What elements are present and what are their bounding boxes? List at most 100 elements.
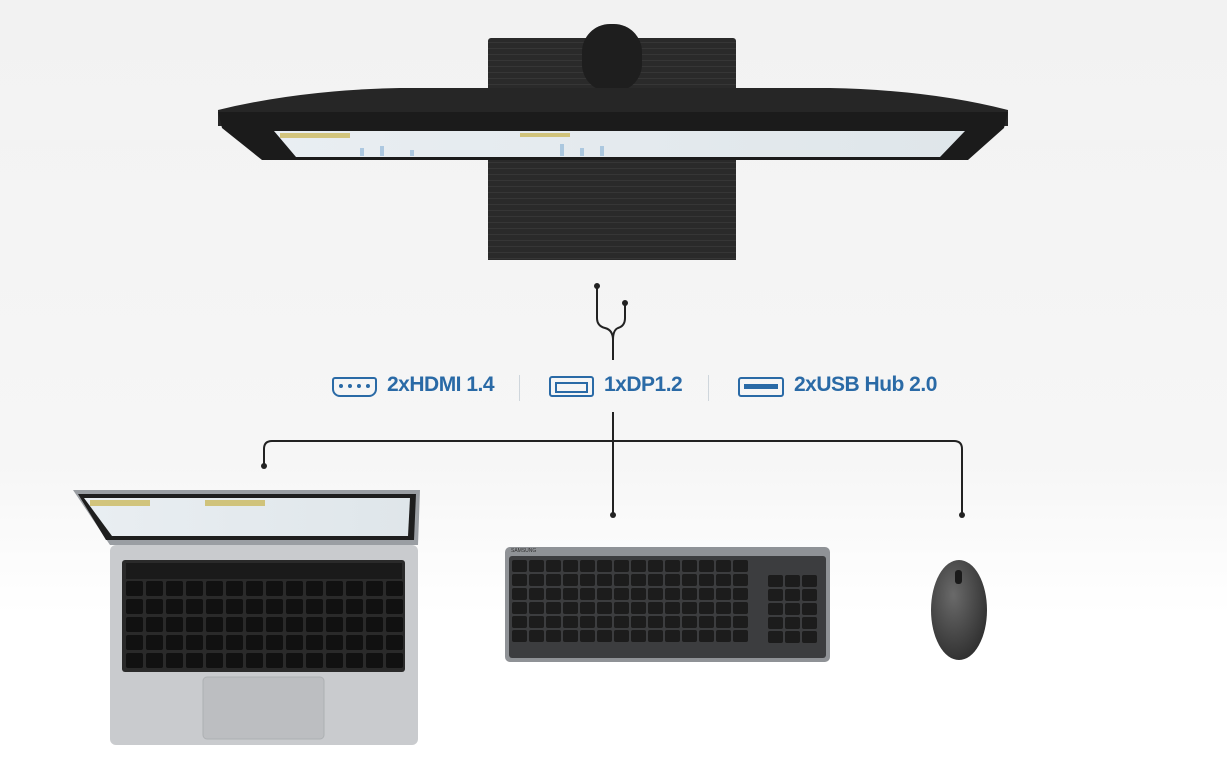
key [614, 574, 629, 586]
key [580, 588, 595, 600]
key [699, 560, 714, 572]
key [166, 599, 183, 614]
key [386, 617, 403, 632]
key [699, 630, 714, 642]
key [682, 560, 697, 572]
key [716, 560, 731, 572]
key [166, 653, 183, 668]
key [146, 599, 163, 614]
key [529, 616, 544, 628]
key [529, 574, 544, 586]
key [682, 588, 697, 600]
key [682, 602, 697, 614]
key [326, 581, 343, 596]
laptop-keys [126, 563, 402, 579]
key [785, 617, 800, 629]
port-label-hdmi: 2xHDMI 1.4 [387, 373, 495, 396]
key [665, 574, 680, 586]
key [246, 653, 263, 668]
key [146, 653, 163, 668]
key [614, 602, 629, 614]
key [529, 630, 544, 642]
key [186, 581, 203, 596]
usb-port-icon [738, 377, 784, 397]
key [597, 602, 612, 614]
key [631, 630, 646, 642]
key [512, 560, 527, 572]
key [366, 635, 383, 650]
key [346, 617, 363, 632]
key [529, 588, 544, 600]
key [166, 581, 183, 596]
key [286, 599, 303, 614]
key [802, 631, 817, 643]
key [580, 560, 595, 572]
key [682, 616, 697, 628]
key [286, 635, 303, 650]
key [306, 635, 323, 650]
displayport-icon [549, 376, 594, 397]
key [512, 630, 527, 642]
key [126, 617, 143, 632]
key [266, 617, 283, 632]
key [166, 617, 183, 632]
key [266, 635, 283, 650]
key [648, 616, 663, 628]
key [563, 630, 578, 642]
key [146, 635, 163, 650]
key [699, 602, 714, 614]
key [306, 653, 323, 668]
key [563, 588, 578, 600]
key [346, 653, 363, 668]
key [126, 653, 143, 668]
key [529, 560, 544, 572]
key [512, 616, 527, 628]
key [614, 630, 629, 642]
key [226, 653, 243, 668]
key [512, 588, 527, 600]
key [631, 574, 646, 586]
key [206, 599, 223, 614]
key [546, 616, 561, 628]
key [665, 588, 680, 600]
key [802, 603, 817, 615]
key [733, 630, 748, 642]
key [512, 574, 527, 586]
key [386, 599, 403, 614]
key [699, 588, 714, 600]
key [386, 635, 403, 650]
key [226, 617, 243, 632]
key [346, 635, 363, 650]
cable-lines [261, 283, 965, 518]
key [146, 581, 163, 596]
key [386, 581, 403, 596]
mouse [931, 560, 987, 660]
key [785, 589, 800, 601]
monitor [218, 24, 1008, 260]
key [546, 560, 561, 572]
key [631, 602, 646, 614]
key [386, 653, 403, 668]
key [286, 581, 303, 596]
key [286, 653, 303, 668]
key [665, 616, 680, 628]
key [126, 635, 143, 650]
key [326, 617, 343, 632]
key [266, 581, 283, 596]
key [580, 574, 595, 586]
key [246, 635, 263, 650]
key [563, 602, 578, 614]
key [546, 588, 561, 600]
key [631, 616, 646, 628]
key [226, 581, 243, 596]
key [665, 560, 680, 572]
hdmi-port-icon [332, 377, 377, 397]
key [346, 599, 363, 614]
key [546, 630, 561, 642]
key [546, 574, 561, 586]
key [597, 630, 612, 642]
key [246, 617, 263, 632]
key [614, 588, 629, 600]
key [614, 616, 629, 628]
key [785, 603, 800, 615]
